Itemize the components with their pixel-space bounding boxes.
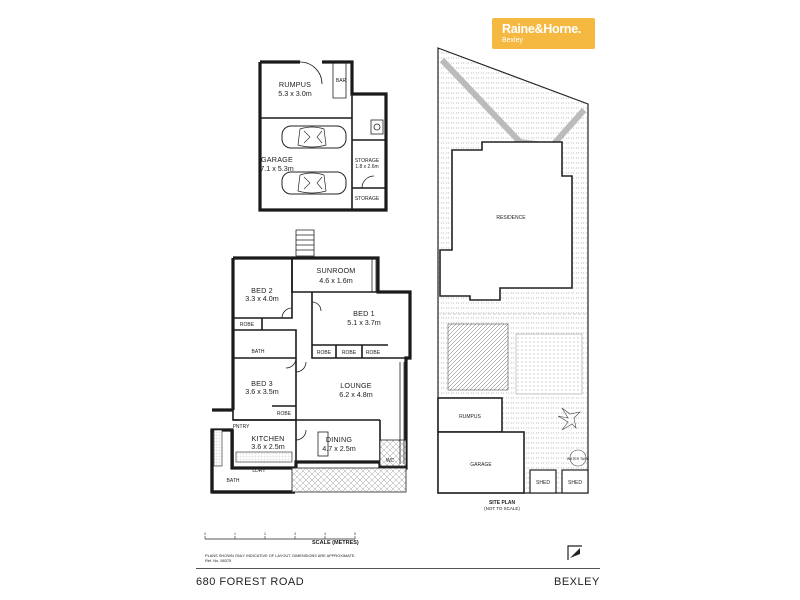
bath-label: BATH [252, 349, 265, 355]
disclaimer-ref: Ref. No. 58375 [205, 557, 232, 563]
disclaimer-line-1: PLANS SHOWN ONLY INDICATIVE OF LAYOUT. D… [205, 553, 356, 558]
rumpus-dim: 5.3 x 3.0m [278, 89, 312, 98]
brand-logo: Raine&Horne. Bexley [492, 18, 595, 49]
bed2-label: BED 2 [251, 286, 273, 295]
site-plan [437, 47, 589, 494]
robe-label-bed1-c: ROBE [366, 350, 381, 356]
disclaimer: PLANS SHOWN ONLY INDICATIVE OF LAYOUT. D… [205, 553, 385, 563]
kitchen-dim: 3.6 x 2.5m [251, 442, 285, 451]
brand-name: Raine&Horne. [502, 22, 582, 36]
lounge-label: LOUNGE [340, 381, 372, 390]
bed1-label: BED 1 [353, 309, 375, 318]
site-shed-label-1: SHED [536, 480, 550, 486]
car-icon [281, 171, 347, 195]
car-icon [281, 125, 347, 149]
site-water-tank-label: WATER TANK [567, 457, 590, 461]
robe-label-bed3: ROBE [277, 411, 292, 417]
bed3-label: BED 3 [251, 379, 273, 388]
dining-label: DINING [326, 435, 353, 444]
pantry-label: PNTRY [233, 424, 251, 430]
site-shed-label-2: SHED [568, 480, 582, 486]
bar-label: BAR [336, 78, 347, 84]
site-plan-title: SITE PLAN [488, 500, 516, 506]
robe-label-bed1-a: ROBE [317, 350, 332, 356]
scale-tick-3: 3 [294, 532, 296, 536]
brand-office: Bexley [502, 37, 524, 44]
robe-label-bed2: ROBE [240, 322, 255, 328]
scale-title: SCALE (METRES) [312, 540, 359, 546]
site-garage-label: GARAGE [470, 462, 492, 468]
scale-tick-2: 2 [264, 532, 266, 536]
storage-large-label: STORAGE [355, 158, 380, 164]
scale-tick-5: 5 [354, 532, 356, 536]
bath-label-2: BATH [227, 478, 240, 484]
wc-label: WC [386, 458, 395, 464]
bed3-dim: 3.6 x 3.5m [245, 387, 279, 396]
scale-tick-0: 0 [204, 532, 206, 536]
bed1-dim: 5.1 x 3.7m [347, 318, 381, 327]
scale-tick-4: 4 [324, 532, 326, 536]
sunroom-label: SUNROOM [317, 266, 356, 275]
scale-tick-1: 1 [234, 532, 236, 536]
kitchen-label: KITCHEN [252, 434, 285, 443]
robe-label-bed1-b: ROBE [342, 350, 357, 356]
storage-small-label: STORAGE [355, 196, 380, 202]
property-address: 680 FOREST ROAD [196, 576, 305, 588]
garage-label: GARAGE [261, 155, 293, 164]
residence-floor [210, 229, 412, 494]
storage-large-dim: 1.8 x 2.6m [355, 164, 378, 170]
rumpus-label: RUMPUS [279, 80, 311, 89]
garage-dim: 7.1 x 5.3m [260, 164, 294, 173]
site-rumpus-label: RUMPUS [459, 414, 481, 420]
laundry-label: LDRY [252, 468, 266, 474]
site-plan-subtitle: (NOT TO SCALE) [484, 506, 520, 511]
scale-bar: 0 1 2 3 4 5 [204, 532, 356, 540]
bed2-dim: 3.3 x 4.0m [245, 294, 279, 303]
sunroom-dim: 4.6 x 1.6m [319, 276, 353, 285]
site-residence-label: RESIDENCE [496, 215, 526, 221]
property-suburb: BEXLEY [554, 576, 600, 588]
footer-divider [196, 568, 600, 569]
north-arrow-icon [567, 545, 582, 560]
lounge-dim: 6.2 x 4.8m [339, 390, 373, 399]
dining-dim: 4.7 x 2.5m [322, 444, 356, 453]
